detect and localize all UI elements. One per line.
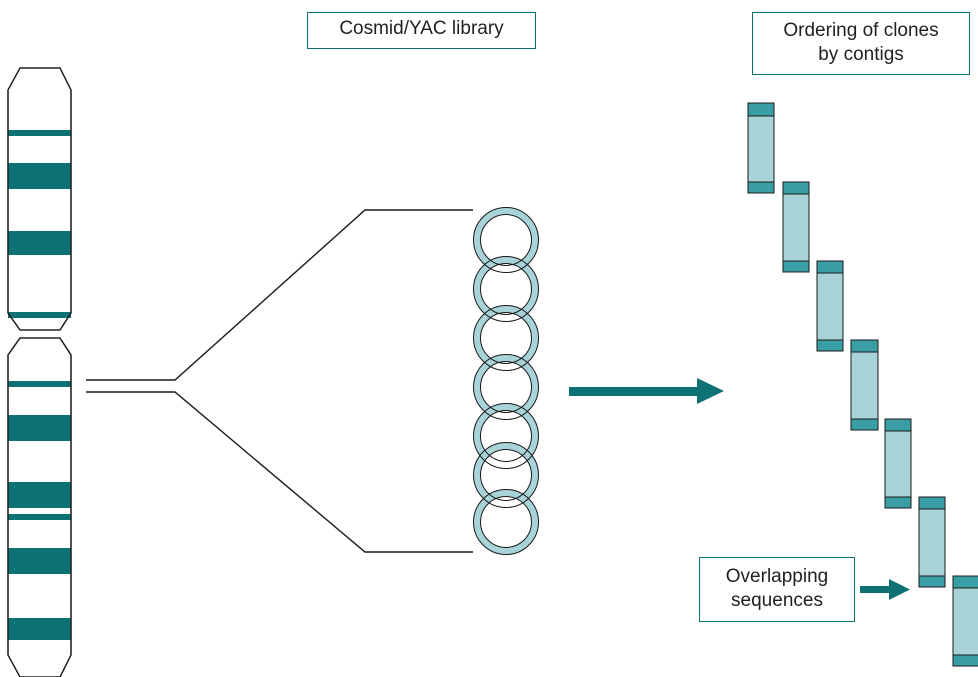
chromosome bbox=[7, 67, 72, 677]
chromosome-upper-arm bbox=[7, 67, 72, 331]
ordering-label-line1: Ordering of clones bbox=[783, 20, 939, 41]
library-label: Cosmid/YAC library bbox=[307, 12, 536, 49]
clone bbox=[747, 102, 775, 194]
chromosome-band bbox=[8, 514, 71, 520]
chromosome-band bbox=[8, 482, 71, 508]
clone bbox=[850, 339, 879, 431]
library-label-text: Cosmid/YAC library bbox=[339, 18, 504, 39]
clone bbox=[952, 575, 978, 667]
clone-contig bbox=[747, 102, 978, 667]
overlap-label-line1: Overlapping bbox=[725, 566, 829, 587]
clone bbox=[884, 418, 912, 509]
right-arrow-icon bbox=[569, 378, 724, 404]
clone-library-rings bbox=[473, 207, 539, 555]
chromosome-band bbox=[8, 163, 71, 189]
chromosome-band bbox=[8, 381, 71, 387]
chromosome-band bbox=[8, 231, 71, 255]
chromosome-band bbox=[8, 618, 71, 640]
lower-fan-line bbox=[86, 391, 473, 553]
overlap-label-line2: sequences bbox=[731, 590, 823, 611]
ordering-label: Ordering of clones by contigs bbox=[752, 12, 970, 75]
chromosome-band bbox=[8, 415, 71, 441]
ordering-label-line2: by contigs bbox=[818, 44, 904, 65]
clone bbox=[782, 181, 810, 273]
excision-lines bbox=[86, 209, 473, 553]
overlap-label: Overlapping sequences bbox=[699, 557, 855, 622]
clone bbox=[816, 260, 844, 352]
chromosome-band bbox=[8, 312, 71, 318]
overlap-pointer-arrow-icon bbox=[860, 579, 910, 600]
chromosome-band bbox=[8, 130, 71, 136]
clone bbox=[918, 496, 946, 588]
upper-fan-line bbox=[86, 209, 473, 381]
library-ring bbox=[473, 489, 539, 555]
chromosome-band bbox=[8, 548, 71, 574]
